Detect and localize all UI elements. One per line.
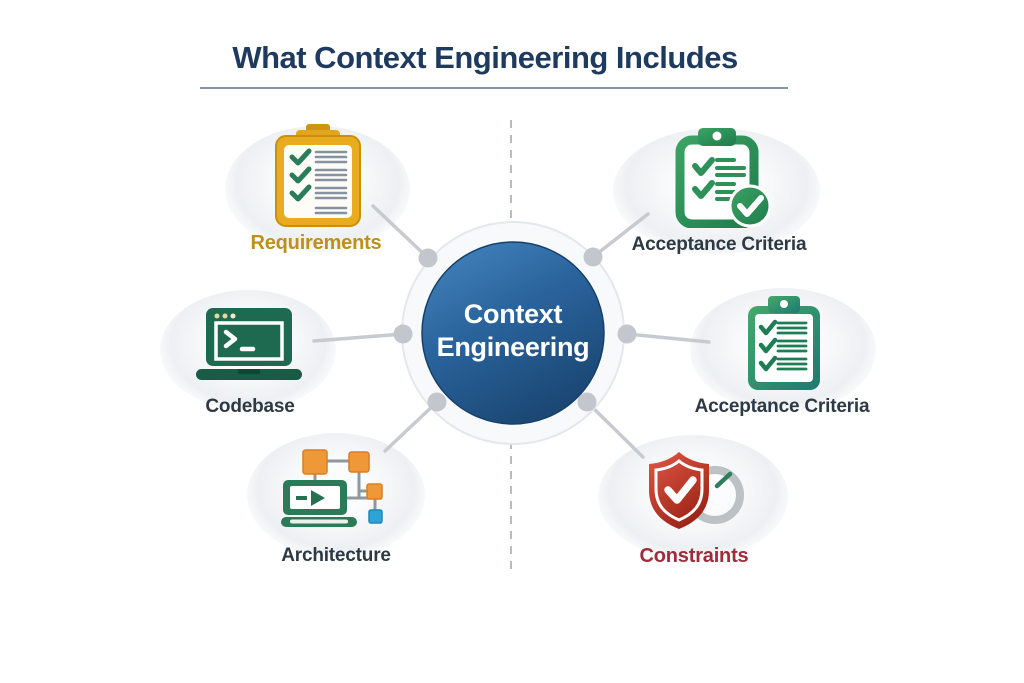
node-label-codebase: Codebase: [205, 396, 295, 417]
acceptance-criteria-clipboard-icon: [748, 296, 820, 390]
node-label-requirements: Requirements: [250, 232, 382, 254]
codebase-terminal-laptop-icon: [196, 308, 302, 380]
connector-dot: [577, 392, 597, 412]
node-label-constraints: Constraints: [639, 545, 749, 567]
connector-dot: [583, 247, 603, 267]
architecture-system-diagram-icon: [281, 449, 383, 527]
connector-line: [625, 332, 711, 344]
title-underline: [200, 87, 788, 89]
connector-line: [585, 400, 645, 459]
center-circle: [421, 241, 605, 425]
node-label-acceptance-criteria-top: Acceptance Criteria: [631, 234, 807, 255]
connector-dot: [393, 324, 413, 344]
connector-line: [312, 332, 405, 343]
constraints-shield-check-icon: [649, 452, 744, 529]
center-node-label: Context Engineering: [413, 298, 613, 364]
node-label-acceptance-criteria-right: Acceptance Criteria: [694, 396, 870, 417]
center-label-line2: Engineering: [436, 332, 590, 362]
page-title: What Context Engineering Includes: [232, 40, 738, 75]
center-label-line1: Context: [463, 299, 563, 329]
connector-line: [591, 212, 650, 259]
connector-line: [371, 204, 430, 260]
acceptance-criteria-check-badge-icon: [675, 128, 770, 228]
connector-line: [383, 400, 439, 453]
requirements-checklist-clipboard-icon: [275, 124, 361, 227]
connector-dot: [617, 324, 637, 344]
node-label-architecture: Architecture: [281, 545, 391, 566]
connector-dot: [418, 248, 438, 268]
connector-dot: [427, 392, 447, 412]
